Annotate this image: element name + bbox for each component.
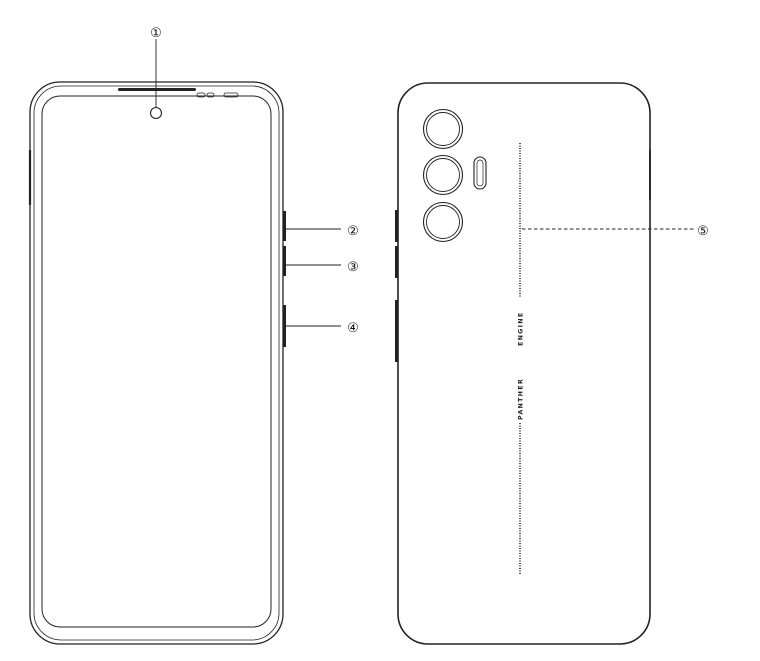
front-display xyxy=(41,95,272,628)
front-callout-leaders xyxy=(155,39,341,327)
rear-flash-inner xyxy=(476,159,484,187)
rear-camera-lens-1 xyxy=(422,108,464,150)
callout-4: ④ xyxy=(347,321,359,336)
back-body xyxy=(397,82,651,645)
brand-text-engine: ENGINE xyxy=(518,312,525,346)
light-sensor xyxy=(206,92,215,98)
front-frame-inner xyxy=(33,85,280,641)
front-view xyxy=(28,81,286,645)
earpiece-speaker xyxy=(118,88,196,91)
rear-camera-lens-1-inner xyxy=(426,112,460,146)
proximity-sensor xyxy=(196,92,206,98)
brand-label: PANTHER ENGINE xyxy=(516,298,525,422)
back-side-button-2 xyxy=(395,246,398,278)
front-frame-outer xyxy=(29,81,284,645)
callout-5: ⑤ xyxy=(697,224,709,239)
brand-text-panther: PANTHER xyxy=(518,378,525,420)
rear-camera-lens-3 xyxy=(422,201,464,243)
back-side-button-3 xyxy=(395,300,398,362)
volume-down-button xyxy=(283,246,286,276)
power-button xyxy=(283,305,286,347)
back-side-button-1 xyxy=(395,210,398,242)
callout-1: ① xyxy=(150,26,162,41)
front-camera xyxy=(149,106,163,120)
rear-flash xyxy=(473,156,487,190)
rear-camera-lens-2-inner xyxy=(426,158,460,192)
callout-2: ② xyxy=(347,224,359,239)
notch-indicator xyxy=(223,92,239,98)
rear-camera-lens-2 xyxy=(422,154,464,196)
rear-camera-module xyxy=(422,108,487,243)
callout-3: ③ xyxy=(347,260,359,275)
callout-labels: ① ② ③ ④ ⑤ xyxy=(150,26,709,336)
volume-up-button xyxy=(283,211,286,241)
rear-camera-lens-3-inner xyxy=(426,205,460,239)
